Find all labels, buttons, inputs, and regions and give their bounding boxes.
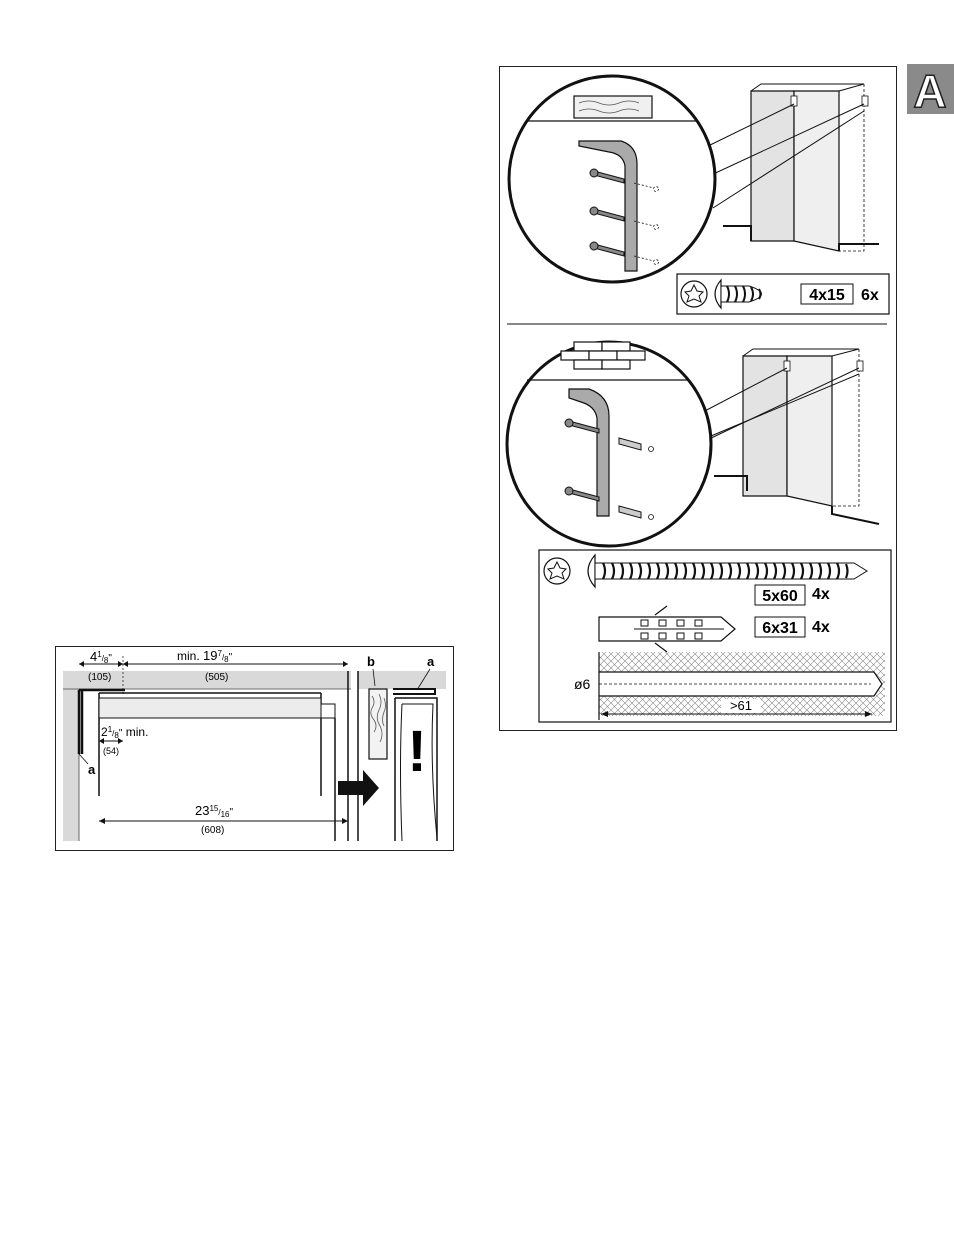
dim-top-left-mm: (105) [88, 672, 111, 683]
wood-icon [574, 96, 652, 118]
anchor-size: 6x31 [762, 620, 798, 637]
section-tab: A [907, 64, 954, 114]
screw-qty-wood: 6x [861, 287, 879, 304]
dim-gap-mm: (54) [103, 746, 119, 756]
screw-size-wood: 4x15 [809, 287, 845, 304]
mounting-figure: 4x15 6x [499, 66, 897, 732]
drill-depth: >61 [730, 698, 752, 713]
dim-bottom-mm: (608) [201, 825, 224, 836]
warning-mark: ! [407, 719, 426, 784]
left-wall [63, 671, 79, 841]
section-tab-letter: A [913, 65, 946, 114]
ceiling-band-right [358, 671, 446, 689]
drill-diameter: ø6 [574, 676, 591, 692]
anchor-qty: 4x [812, 619, 830, 636]
appliance-top [99, 698, 321, 718]
screw-qty-masonry: 4x [812, 586, 830, 603]
screw-size-masonry: 5x60 [762, 588, 798, 605]
label-b: b [367, 654, 375, 669]
label-a-right: a [427, 654, 435, 669]
screw-spec-box-wood [677, 274, 889, 314]
section-tab-graphic: A [907, 64, 954, 114]
dim-top-right-mm: (505) [205, 672, 228, 683]
label-a-left: a [88, 762, 96, 777]
dimensions-figure: 41/8" (105) min. 197/8" (505) 21/8" min.… [55, 646, 454, 852]
